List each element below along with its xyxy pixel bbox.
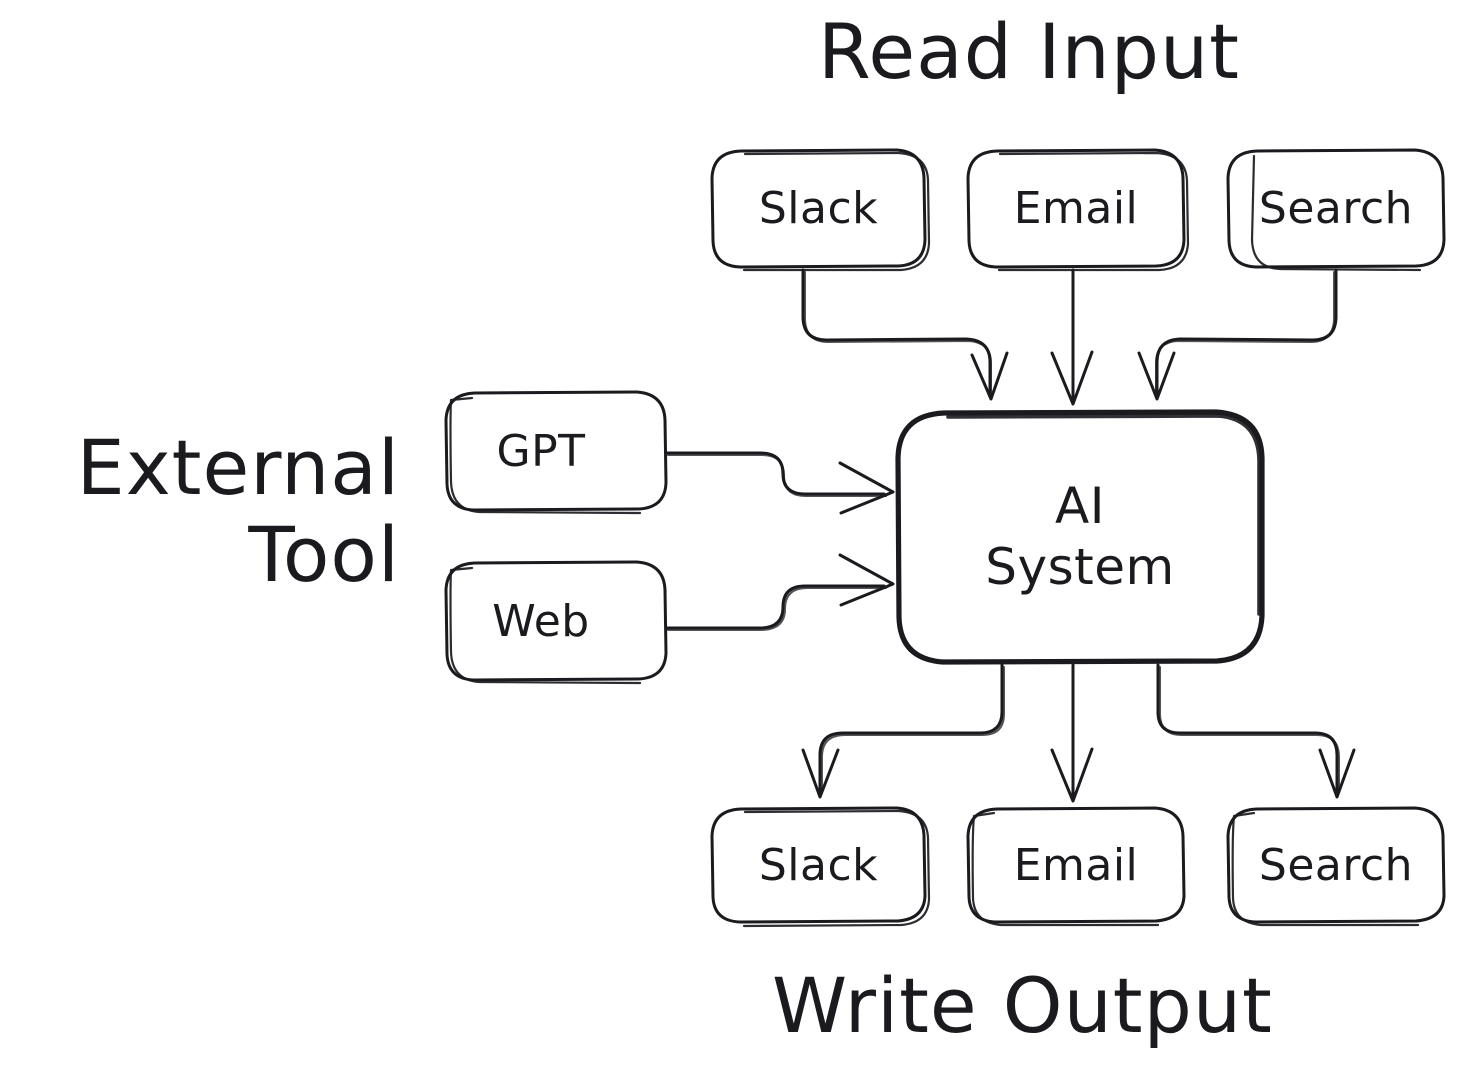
- node-ai-system[interactable]: [898, 412, 1262, 662]
- node-box-output-slack[interactable]: [710, 806, 931, 928]
- node-input-slack[interactable]: [712, 150, 925, 267]
- node-output-search[interactable]: [1228, 808, 1444, 922]
- edge-ai-to-slack-out: [801, 663, 1005, 799]
- group-title-external-tool: External Tool: [10, 424, 400, 599]
- node-output-email[interactable]: [968, 808, 1184, 922]
- node-box-output-search[interactable]: [1226, 806, 1446, 927]
- group-title-external-tool-line1: External: [76, 423, 400, 512]
- node-box-ai-system[interactable]: [895, 409, 1265, 665]
- group-title-external-tool-line2: Tool: [248, 510, 400, 600]
- group-title-read-input: Read Input: [818, 7, 1240, 96]
- edge-email-in-to-ai: [1050, 268, 1094, 406]
- node-box-input-search[interactable]: [1226, 148, 1446, 272]
- node-box-gpt[interactable]: [444, 390, 668, 515]
- node-box-output-email[interactable]: [966, 806, 1186, 927]
- edge-gpt-to-ai: [664, 451, 895, 515]
- node-box-input-email[interactable]: [966, 148, 1190, 272]
- edge-web-to-ai: [664, 553, 895, 631]
- node-input-email[interactable]: [968, 150, 1184, 267]
- edge-ai-to-email-out: [1050, 663, 1094, 803]
- node-web[interactable]: [446, 562, 665, 680]
- node-box-web[interactable]: [444, 560, 668, 685]
- edge-search-in-to-ai: [1137, 268, 1338, 401]
- edge-slack-in-to-ai: [801, 268, 1009, 401]
- node-gpt[interactable]: [446, 392, 665, 510]
- group-title-write-output: Write Output: [772, 961, 1273, 1050]
- node-input-search[interactable]: [1228, 150, 1444, 267]
- edge-ai-to-search-out: [1156, 663, 1356, 799]
- node-box-input-slack[interactable]: [710, 148, 931, 272]
- node-output-slack[interactable]: [712, 808, 925, 922]
